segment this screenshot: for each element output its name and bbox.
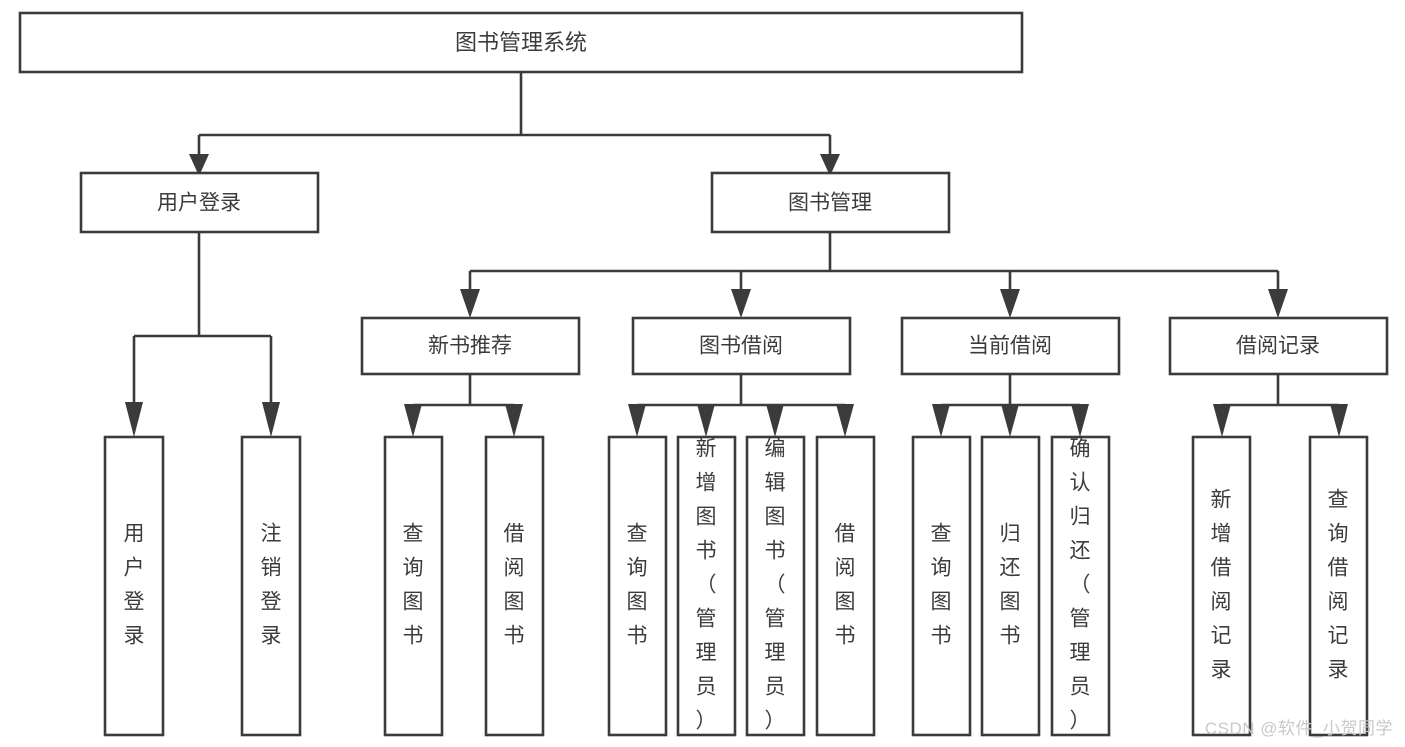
arrow-head-current-borrow bbox=[1000, 289, 1020, 318]
node-leaf-add-record[interactable]: 新增借阅记录 bbox=[1191, 435, 1252, 737]
node-leaf-add-record-label: 新增借阅记录 bbox=[1211, 489, 1232, 682]
node-leaf-query-book-1-box[interactable] bbox=[383, 435, 444, 737]
arrow-head-leaf-add-record bbox=[1213, 404, 1231, 437]
node-leaf-logout[interactable]: 注销登录 bbox=[240, 435, 302, 737]
node-borrow-record-label: 借阅记录 bbox=[1236, 335, 1320, 358]
node-root-box[interactable] bbox=[18, 11, 1024, 74]
arrow-head-borrow-record bbox=[1268, 289, 1288, 318]
arrow-head-leaf-borrow-book-2 bbox=[836, 404, 854, 437]
node-leaf-add-book-box[interactable] bbox=[676, 435, 737, 737]
node-leaf-borrow-book-1-box[interactable] bbox=[484, 435, 545, 737]
arrow-head-leaf-user-login bbox=[125, 402, 143, 437]
node-leaf-query-record-box[interactable] bbox=[1308, 435, 1369, 737]
arrow-head-leaf-query-book-3 bbox=[932, 404, 950, 437]
arrow-head-leaf-query-book-2 bbox=[628, 404, 646, 437]
arrow-head-leaf-query-record bbox=[1330, 404, 1348, 437]
node-leaf-add-book[interactable]: 新增图书（管理员） bbox=[676, 435, 737, 737]
node-leaf-query-book-1[interactable]: 查询图书 bbox=[383, 435, 444, 737]
node-book-manage[interactable]: 图书管理 bbox=[710, 171, 951, 234]
node-leaf-confirm-return[interactable]: 确认归还（管理员） bbox=[1050, 435, 1111, 737]
arrow-head-leaf-logout bbox=[262, 402, 280, 437]
arrow-head-new-book-rec bbox=[460, 289, 480, 318]
node-leaf-user-login[interactable]: 用户登录 bbox=[103, 435, 165, 737]
node-leaf-logout-label: 注销登录 bbox=[261, 523, 282, 648]
node-leaf-logout-box[interactable] bbox=[240, 435, 302, 737]
nodes-layer: 图书管理系统 用户登录 图书管理 新书推荐 图书借阅 当前 bbox=[18, 11, 1389, 737]
arrow-head-leaf-borrow-book-1 bbox=[505, 404, 523, 437]
arrow-head-leaf-return-book bbox=[1001, 404, 1019, 437]
node-leaf-confirm-return-box[interactable] bbox=[1050, 435, 1111, 737]
node-leaf-edit-book-box[interactable] bbox=[745, 435, 806, 737]
node-leaf-edit-book[interactable]: 编辑图书（管理员） bbox=[745, 435, 806, 737]
node-leaf-add-book-label: 新增图书（管理员） bbox=[696, 438, 717, 733]
node-book-borrow[interactable]: 图书借阅 bbox=[631, 316, 852, 376]
node-leaf-borrow-book-2[interactable]: 借阅图书 bbox=[815, 435, 876, 737]
node-current-borrow-box[interactable] bbox=[900, 316, 1121, 376]
node-user-login-box[interactable] bbox=[79, 171, 320, 234]
arrow-head-leaf-edit-book bbox=[766, 404, 784, 437]
node-leaf-borrow-book-2-label: 借阅图书 bbox=[835, 523, 856, 648]
node-leaf-return-book-box[interactable] bbox=[980, 435, 1041, 737]
node-leaf-user-login-label: 用户登录 bbox=[124, 523, 145, 648]
node-leaf-query-book-1-label: 查询图书 bbox=[403, 523, 424, 648]
node-book-manage-box[interactable] bbox=[710, 171, 951, 234]
node-leaf-return-book-label: 归还图书 bbox=[1000, 523, 1021, 648]
node-borrow-record-box[interactable] bbox=[1168, 316, 1389, 376]
node-borrow-record[interactable]: 借阅记录 bbox=[1168, 316, 1389, 376]
node-leaf-query-book-3[interactable]: 查询图书 bbox=[911, 435, 972, 737]
node-leaf-confirm-return-label: 确认归还（管理员） bbox=[1070, 438, 1091, 733]
node-book-manage-label: 图书管理 bbox=[788, 192, 872, 215]
node-leaf-return-book[interactable]: 归还图书 bbox=[980, 435, 1041, 737]
node-leaf-edit-book-label: 编辑图书（管理员） bbox=[765, 438, 786, 733]
node-leaf-query-book-2[interactable]: 查询图书 bbox=[607, 435, 668, 737]
node-root-label: 图书管理系统 bbox=[455, 30, 587, 55]
node-leaf-query-book-3-box[interactable] bbox=[911, 435, 972, 737]
node-leaf-query-book-3-label: 查询图书 bbox=[931, 523, 952, 648]
arrow-head-leaf-confirm-return bbox=[1071, 404, 1089, 437]
node-current-borrow[interactable]: 当前借阅 bbox=[900, 316, 1121, 376]
node-leaf-query-record-label: 查询借阅记录 bbox=[1328, 489, 1349, 682]
arrow-head-book-borrow bbox=[731, 289, 751, 318]
node-new-book-rec-box[interactable] bbox=[360, 316, 581, 376]
node-leaf-add-record-box[interactable] bbox=[1191, 435, 1252, 737]
node-leaf-query-book-2-box[interactable] bbox=[607, 435, 668, 737]
edges-layer bbox=[125, 72, 1348, 437]
node-root[interactable]: 图书管理系统 bbox=[18, 11, 1024, 74]
node-leaf-borrow-book-1[interactable]: 借阅图书 bbox=[484, 435, 545, 737]
node-leaf-user-login-box[interactable] bbox=[103, 435, 165, 737]
node-book-borrow-box[interactable] bbox=[631, 316, 852, 376]
arrow-head-leaf-query-book-1 bbox=[404, 404, 422, 437]
node-leaf-borrow-book-1-label: 借阅图书 bbox=[504, 523, 525, 648]
arrow-head-book-manage bbox=[820, 154, 840, 176]
arrow-head-user-login bbox=[189, 154, 209, 176]
node-user-login[interactable]: 用户登录 bbox=[79, 171, 320, 234]
node-user-login-label: 用户登录 bbox=[157, 192, 241, 215]
node-leaf-query-record[interactable]: 查询借阅记录 bbox=[1308, 435, 1369, 737]
node-new-book-rec[interactable]: 新书推荐 bbox=[360, 316, 581, 376]
node-book-borrow-label: 图书借阅 bbox=[699, 335, 783, 358]
node-leaf-query-book-2-label: 查询图书 bbox=[627, 523, 648, 648]
arrow-head-leaf-add-book bbox=[697, 404, 715, 437]
node-current-borrow-label: 当前借阅 bbox=[968, 335, 1052, 358]
node-leaf-borrow-book-2-box[interactable] bbox=[815, 435, 876, 737]
node-new-book-rec-label: 新书推荐 bbox=[428, 335, 512, 358]
